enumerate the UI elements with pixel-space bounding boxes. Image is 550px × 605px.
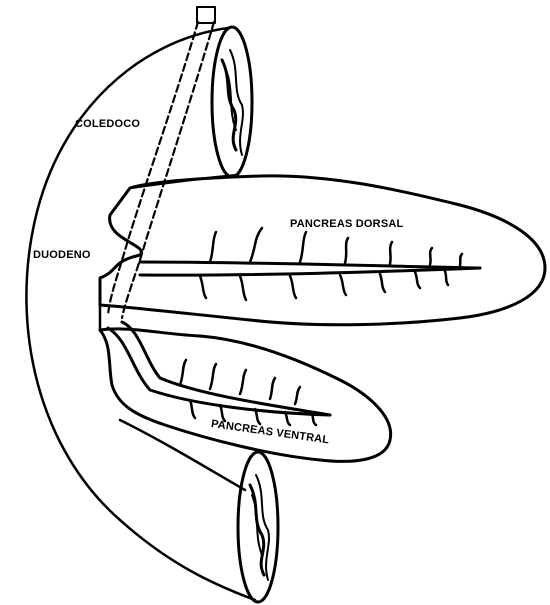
dorsal-pancreatic-duct: [140, 228, 480, 300]
duodeno-label: DUODENO: [33, 249, 91, 261]
duodenum-top-cross-section: [212, 27, 252, 177]
common-bile-duct: [108, 7, 215, 318]
duodenum-outer-wall: [26, 28, 255, 600]
dorsal-pancreas-outline: [100, 176, 545, 325]
pancreas-dorsal-label: PANCREAS DORSAL: [290, 218, 403, 230]
duodenum-bottom-cross-section: [238, 452, 278, 602]
coledoco-label: COLEDOCO: [75, 118, 140, 130]
